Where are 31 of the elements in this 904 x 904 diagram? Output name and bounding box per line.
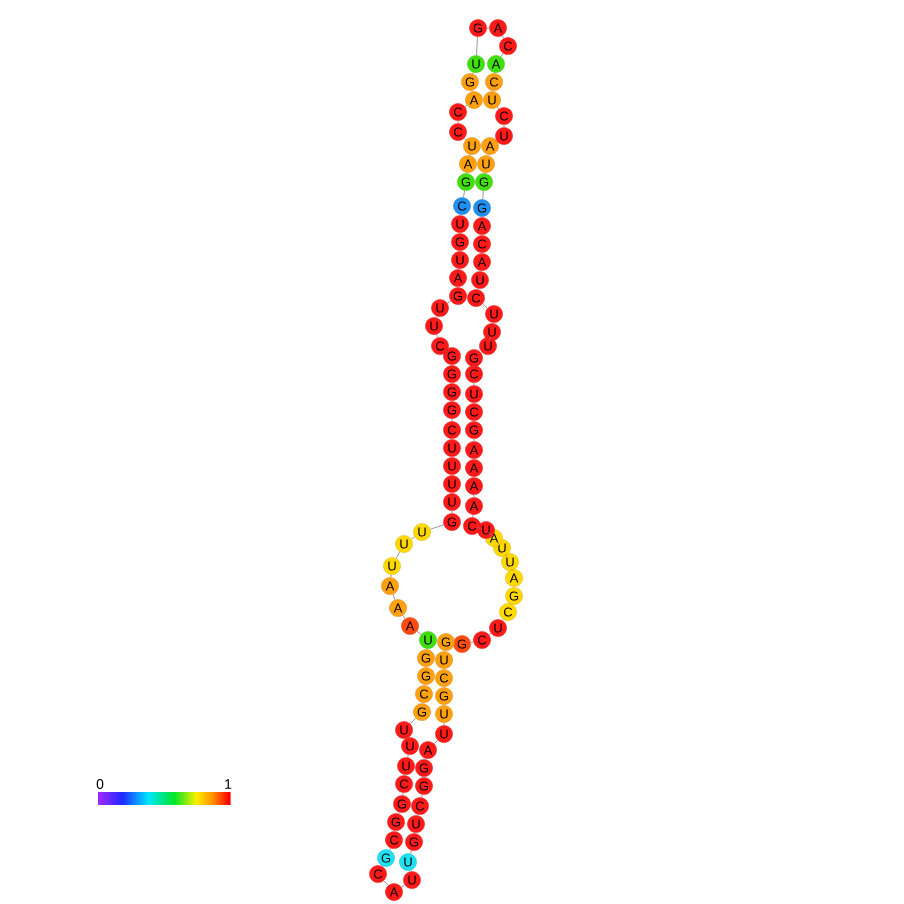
backbone-line xyxy=(407,754,409,758)
backbone-line xyxy=(416,631,422,635)
backbone-line xyxy=(473,494,475,498)
backbone-line xyxy=(476,36,478,56)
backbone-line xyxy=(451,418,453,422)
backbone-line xyxy=(463,190,465,198)
backbone-line xyxy=(451,510,453,514)
backbone-line xyxy=(383,880,389,886)
backbone-line xyxy=(402,614,406,620)
backbone-line xyxy=(457,120,459,124)
backbone-line xyxy=(501,35,505,39)
backbone-line xyxy=(470,641,474,643)
backbone-line xyxy=(395,551,401,559)
backbone-line xyxy=(482,303,488,309)
backbone-line xyxy=(410,536,416,540)
backbone-line xyxy=(443,722,445,726)
backbone-line xyxy=(421,794,423,798)
backbone-line xyxy=(446,300,452,304)
backbone-line xyxy=(390,574,392,578)
backbone-line xyxy=(496,540,500,546)
backbone-line xyxy=(402,792,404,796)
backbone-line xyxy=(503,124,505,128)
backbone-line xyxy=(400,884,406,888)
backbone-line xyxy=(392,593,396,601)
backbone-line xyxy=(472,514,474,518)
backbone-line xyxy=(482,190,484,200)
backbone-line xyxy=(473,382,475,386)
backbone-line xyxy=(486,27,490,29)
backbone-line xyxy=(500,52,504,58)
backbone-line xyxy=(429,524,445,530)
backbone-line xyxy=(473,438,475,442)
